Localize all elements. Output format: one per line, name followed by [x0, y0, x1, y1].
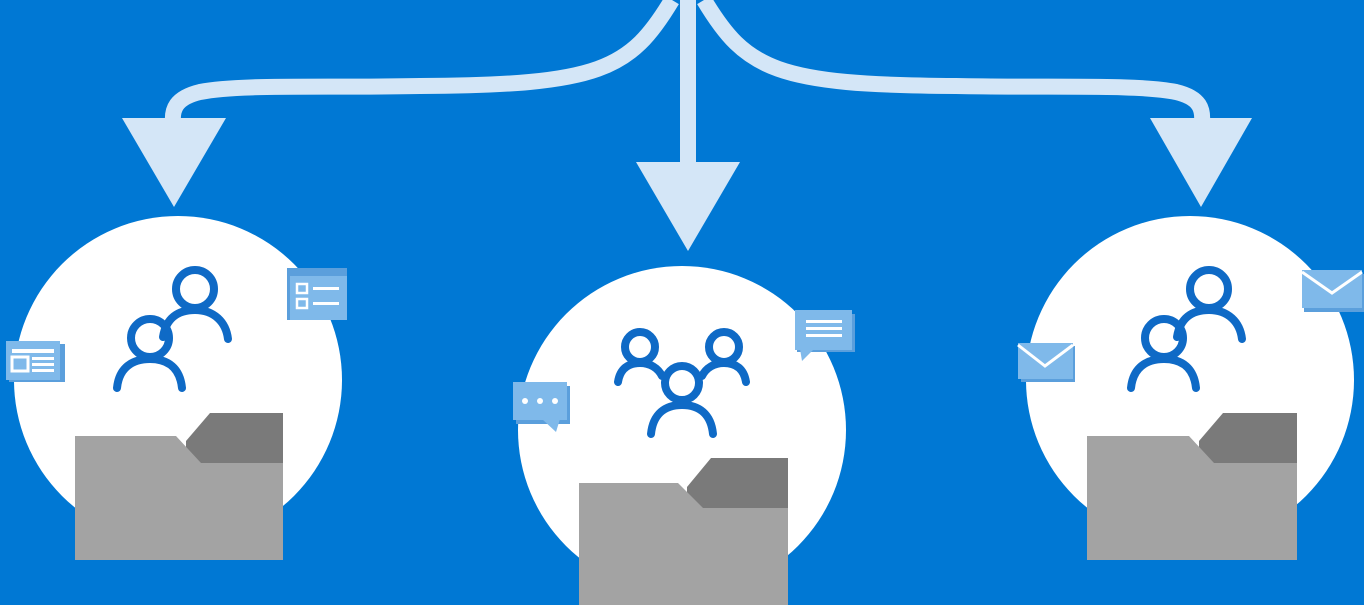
distribution-arrows — [122, 0, 1252, 251]
folder-icon — [75, 413, 283, 560]
group-center — [513, 266, 855, 605]
arrow-head-right — [1150, 118, 1252, 207]
chat-message-icon — [795, 310, 855, 361]
mail-envelope-icon — [1017, 343, 1075, 382]
arrow-head-left — [122, 118, 226, 207]
three-people-icon — [614, 328, 750, 438]
folder-icon — [1087, 413, 1297, 560]
mail-envelope-icon — [1301, 270, 1364, 312]
form-list-icon — [287, 268, 347, 320]
group-right — [1017, 216, 1364, 560]
chat-ellipsis-icon — [513, 382, 570, 432]
two-people-icon — [113, 266, 232, 392]
arrow-stem-left — [164, 0, 679, 123]
news-article-icon — [6, 341, 65, 382]
arrow-stem-right — [697, 0, 1211, 123]
two-people-icon — [1127, 266, 1246, 392]
arrow-head-center — [636, 162, 740, 251]
group-left — [6, 216, 347, 560]
folder-icon — [579, 458, 788, 605]
